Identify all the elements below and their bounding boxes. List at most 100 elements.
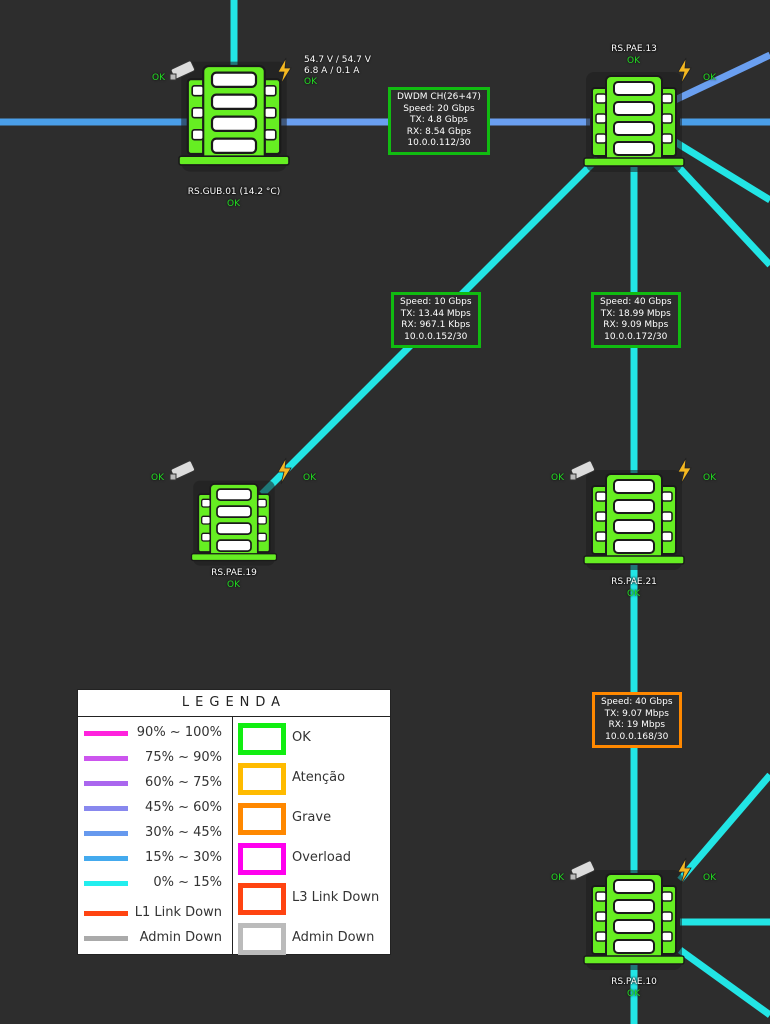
rack-slot	[613, 919, 655, 934]
node-pae19-label[interactable]: RS.PAE.19	[211, 568, 257, 578]
link-info-pae19-pae13[interactable]: Speed: 10 Gbps TX: 13.44 Mbps RX: 967.1 …	[391, 292, 481, 348]
lightning-icon	[677, 457, 692, 485]
camera-icon	[569, 860, 596, 881]
link-pae21-pae10-speed: Speed: 40 Gbps	[601, 697, 673, 707]
node-pae21-label[interactable]: RS.PAE.21	[611, 577, 657, 587]
link-pae13-e1[interactable]	[670, 137, 770, 203]
side-slot	[191, 128, 205, 141]
legend-status-label: OK	[292, 730, 311, 745]
link-dwdm-tx: TX: 4.8 Gbps	[410, 115, 468, 125]
side-slot	[661, 531, 673, 542]
legend-status-row: Atenção	[233, 761, 390, 795]
link-pae21-pae10-rx: RX: 19 Mbps	[608, 720, 666, 730]
camera-mount	[569, 873, 577, 881]
side-slot	[257, 498, 267, 508]
rack-slot	[613, 539, 655, 554]
link-pae13-e2[interactable]	[669, 157, 770, 268]
rack-slot	[613, 899, 655, 914]
node-gub01-label[interactable]: RS.GUB.01 (14.2 °C)	[187, 187, 281, 197]
rack-base	[190, 553, 278, 562]
rack-slot	[613, 499, 655, 514]
rack-base	[583, 555, 685, 565]
node-pae19-status: OK	[227, 580, 240, 590]
legend-status-swatch	[238, 763, 286, 795]
legend-line-row: Admin Down	[78, 929, 232, 947]
link-pae10-ne[interactable]	[677, 772, 770, 883]
legend-status-swatch	[238, 923, 286, 955]
node-pae10-right-status: OK	[703, 873, 716, 883]
link-info-dwdm[interactable]: DWDM CH(26+47) Speed: 20 Gbps TX: 4.8 Gb…	[388, 87, 490, 155]
rack-slot	[216, 539, 252, 553]
node-gub01-voltage: 54.7 V / 54.7 V	[304, 55, 371, 65]
rack-base	[583, 157, 685, 167]
legend-line-swatch	[84, 756, 128, 761]
side-slot	[595, 891, 607, 902]
rack-slot	[613, 939, 655, 954]
side-slot	[661, 491, 673, 502]
legend-status-colors: OK Atenção Grave Overload L3 Link Down A…	[233, 717, 390, 955]
rack-slot	[216, 488, 252, 502]
link-pae19-pae13-speed: Speed: 10 Gbps	[400, 297, 472, 307]
node-pae13-server-rack-icon[interactable]	[583, 72, 685, 172]
side-slot	[595, 93, 607, 104]
link-pae10-se[interactable]	[677, 947, 770, 1018]
side-slot	[661, 133, 673, 144]
rack-slot	[613, 879, 655, 894]
side-slot	[263, 84, 277, 97]
side-slot	[257, 515, 267, 525]
node-gub01-status: OK	[227, 199, 240, 209]
side-slot	[201, 498, 211, 508]
side-slot	[661, 113, 673, 124]
legend-panel: LEGENDA 90% ~ 100% 75% ~ 90% 60% ~ 75% 4…	[77, 689, 391, 955]
rack-slot	[613, 121, 655, 136]
link-dwdm-rx: RX: 8.54 Gbps	[406, 126, 472, 137]
node-pae21-left-status: OK	[551, 473, 564, 483]
legend-status-swatch	[238, 803, 286, 835]
lightning-icon	[677, 57, 692, 85]
side-slot	[595, 911, 607, 922]
legend-line-swatch	[84, 936, 128, 941]
legend-status-row: Grave	[233, 801, 390, 835]
link-pae13-pae21-rx: RX: 9.09 Mbps	[603, 320, 669, 330]
link-dwdm-channel: DWDM CH(26+47)	[397, 92, 481, 102]
side-slot	[595, 133, 607, 144]
link-pae13-ne[interactable]	[673, 51, 770, 104]
rack-slot	[613, 141, 655, 156]
lightning-icon	[677, 857, 692, 885]
node-gub01-power: 54.7 V / 54.7 V 6.8 A / 0.1 A OK	[304, 55, 371, 88]
side-slot	[201, 532, 211, 542]
legend-line-row: 90% ~ 100%	[78, 724, 232, 742]
node-pae21-server-rack-icon[interactable]	[583, 470, 685, 570]
link-pae21-pae10-tx: TX: 9.07 Mbps	[604, 708, 669, 719]
legend-status-row: L3 Link Down	[233, 881, 390, 915]
node-gub01-server-rack-icon[interactable]	[178, 61, 290, 172]
node-pae19-server-rack-icon[interactable]	[190, 480, 278, 566]
link-dwdm-subnet: 10.0.0.112/30	[407, 138, 471, 148]
legend-status-row: Overload	[233, 841, 390, 875]
legend-status-label: Overload	[292, 850, 352, 865]
camera-icon	[169, 60, 196, 81]
camera-icon	[569, 460, 596, 481]
legend-line-colors: 90% ~ 100% 75% ~ 90% 60% ~ 75% 45% ~ 60%…	[78, 717, 233, 954]
link-dwdm-speed: Speed: 20 Gbps	[403, 103, 475, 114]
legend-line-label: 90% ~ 100%	[136, 725, 222, 740]
link-info-pae21-pae10[interactable]: Speed: 40 Gbps TX: 9.07 Mbps RX: 19 Mbps…	[592, 692, 682, 748]
side-slot	[661, 931, 673, 942]
node-pae19-left-status: OK	[151, 473, 164, 483]
legend-line-label: 60% ~ 75%	[145, 775, 222, 790]
legend-line-swatch	[84, 881, 128, 886]
legend-line-label: L1 Link Down	[134, 905, 222, 920]
camera-mount	[569, 473, 577, 481]
side-slot	[661, 911, 673, 922]
legend-line-label: 75% ~ 90%	[145, 750, 222, 765]
legend-line-swatch	[84, 831, 128, 836]
node-pae13-label[interactable]: RS.PAE.13	[611, 44, 657, 54]
side-slot	[595, 491, 607, 502]
link-pae19-pae13-tx: TX: 13.44 Mbps	[400, 308, 471, 319]
node-pae10-label[interactable]: RS.PAE.10	[611, 977, 657, 987]
node-pae10-server-rack-icon[interactable]	[583, 870, 685, 970]
rack-slot	[216, 505, 252, 519]
link-info-pae13-pae21[interactable]: Speed: 40 Gbps TX: 18.99 Mbps RX: 9.09 M…	[591, 292, 681, 348]
legend-title: LEGENDA	[78, 690, 390, 717]
